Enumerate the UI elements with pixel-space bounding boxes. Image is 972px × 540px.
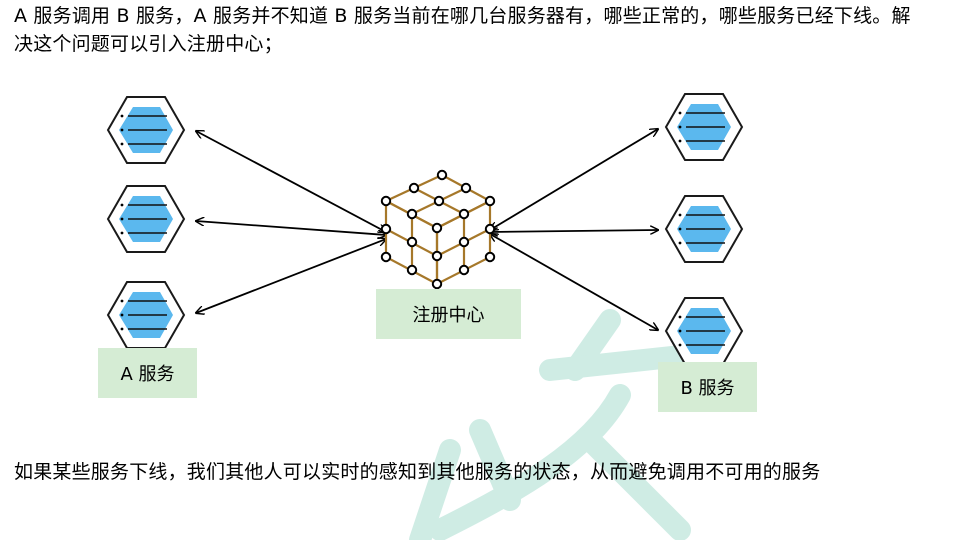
service-b-node-2-icon (665, 195, 743, 263)
registry-label: 注册中心 (376, 289, 521, 339)
service-b-node-3-icon (665, 297, 743, 365)
registry-cube-icon (380, 169, 496, 290)
connection-arrows (196, 129, 658, 330)
service-a-label: A 服务 (98, 348, 197, 398)
outro-paragraph: 如果某些服务下线，我们其他人可以实时的感知到其他服务的状态，从而避免调用不可用的… (14, 461, 821, 483)
service-a-node-3-icon (107, 281, 185, 349)
service-a-node-2-icon (107, 185, 185, 253)
service-a-node-1-icon (107, 96, 185, 164)
service-b-label: B 服务 (658, 362, 757, 412)
service-b-node-1-icon (665, 93, 743, 161)
intro-paragraph: A 服务调用 B 服务，A 服务并不知道 B 服务当前在哪几台服务器有，哪些正常… (14, 5, 911, 55)
